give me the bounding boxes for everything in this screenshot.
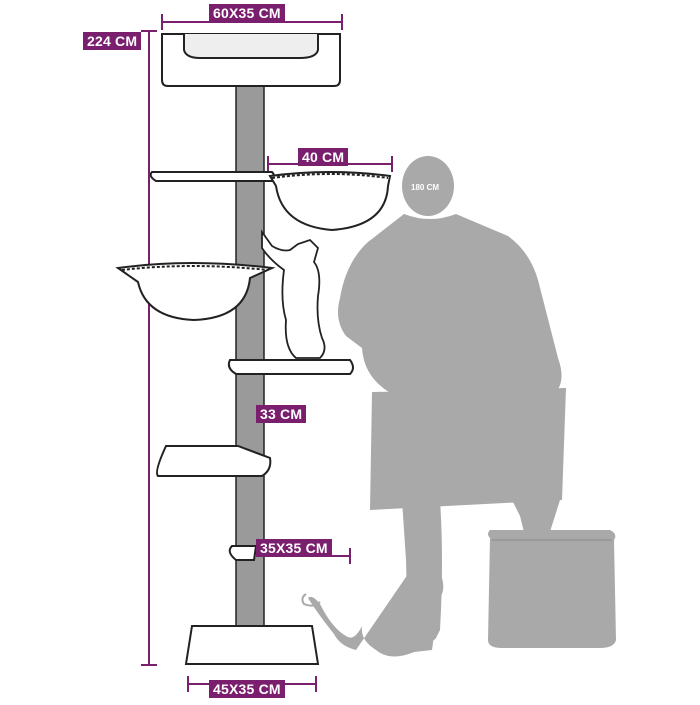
sitting-cat: [301, 564, 444, 657]
climbing-cat: [261, 229, 326, 359]
hammock-width-dimension: 40 CM: [298, 148, 349, 166]
top-platform-dimension: 60X35 CM: [209, 4, 285, 22]
base-platform: [184, 625, 320, 665]
small-step-platform: [228, 545, 258, 561]
total-height-dimension: 224 CM: [83, 32, 142, 50]
small-platform-dimension: 35X35 CM: [256, 539, 332, 557]
person-height-label: 180 CM: [411, 183, 440, 192]
base-dimension: 45X35 CM: [209, 680, 285, 698]
dimension-lines: [141, 14, 393, 692]
person-silhouette: [338, 156, 616, 648]
hammock-large: [115, 262, 276, 322]
middle-platform: [227, 359, 354, 375]
step-gap-dimension: 33 CM: [256, 405, 307, 423]
upper-platform: [149, 171, 275, 182]
top-bed: [161, 33, 341, 87]
lower-platform: [156, 445, 272, 477]
hammock-small: [268, 171, 392, 232]
